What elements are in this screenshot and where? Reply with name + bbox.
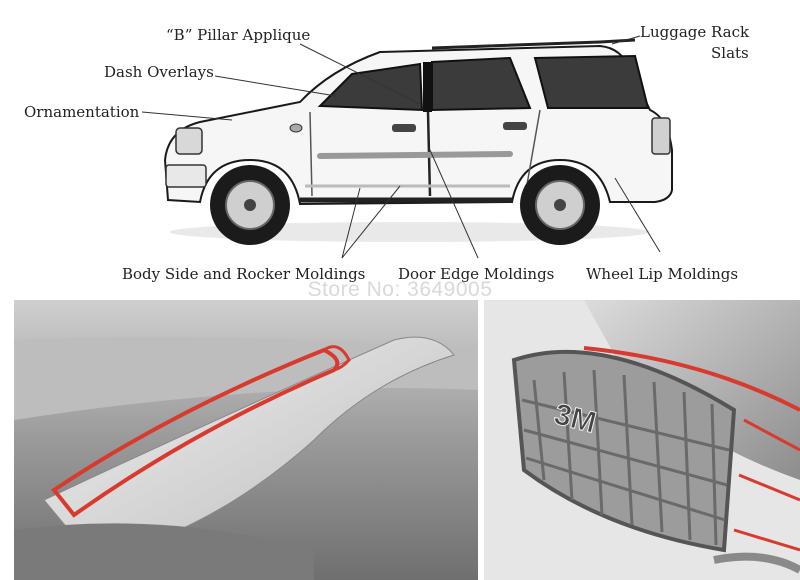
leader-lines [141, 35, 661, 259]
front-wheel [210, 165, 290, 245]
wheel-lip-label: Wheel Lip Moldings [586, 265, 739, 283]
door-edge-label: Door Edge Moldings [398, 265, 555, 283]
body-side-rocker-label: Body Side and Rocker Moldings [122, 265, 366, 283]
vehicle-diagram: “B” Pillar Applique Dash Overlays Orname… [24, 23, 750, 283]
luggage-rack-slats-label: Slats [711, 44, 749, 62]
b-pillar-applique-label: “B” Pillar Applique [166, 26, 311, 44]
spoiler-photo [14, 300, 478, 580]
grille-photo: 3M [484, 300, 800, 580]
store-watermark: Store No: 3649005 [307, 278, 493, 301]
rear-wheel [520, 165, 600, 245]
suv-illustration [141, 35, 673, 259]
dash-overlays-label: Dash Overlays [104, 63, 214, 81]
luggage-rack-label: Luggage Rack [640, 23, 750, 41]
ornamentation-label: Ornamentation [24, 103, 140, 121]
